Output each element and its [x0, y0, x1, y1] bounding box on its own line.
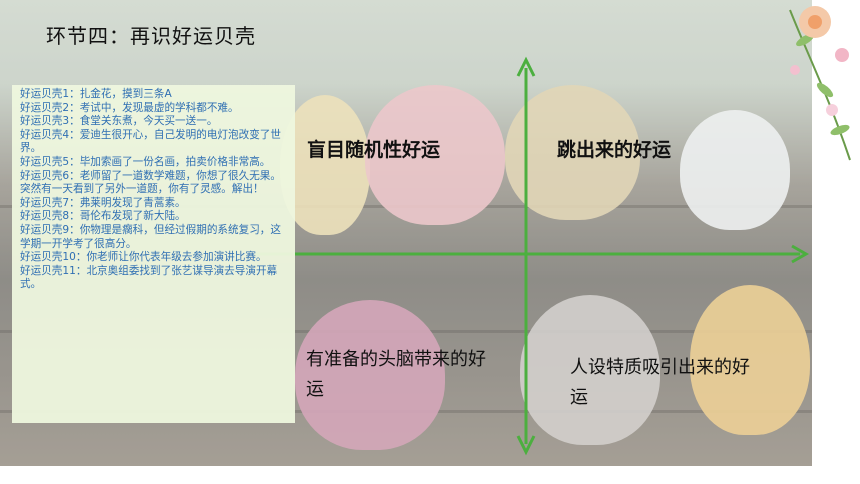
flower-decoration — [789, 6, 851, 161]
background-photo — [0, 0, 812, 466]
list-item: 好运贝壳11：北京奥组委找到了张艺谋导演去导演开幕式。 — [20, 264, 278, 291]
quadrant-label-bottom-right: 人设特质吸引出来的好运 — [570, 357, 750, 408]
quadrant-label-bottom-left: 有准备的头脑带来的好运 — [306, 349, 486, 400]
list-item: 好运贝壳9：你物理是瘸科，但经过假期的系统复习，这学期一开学考了很高分。 — [20, 223, 281, 250]
list-item: 好运贝壳7：弗莱明发现了青蒿素。 — [20, 196, 186, 209]
list-item: 好运贝壳10：你老师让你代表年级去参加演讲比赛。 — [20, 251, 267, 264]
vertical-axis-bottom-arrow — [516, 435, 536, 456]
page-title: 环节四：再识好运贝壳 — [46, 24, 256, 48]
horizontal-axis-arrow — [791, 244, 810, 264]
vertical-axis-top-arrow — [516, 56, 536, 77]
list-item: 好运贝壳4：爱迪生很开心，自己发明的电灯泡改变了世界。 — [20, 128, 281, 155]
quadrant-label-top-left: 盲目随机性好运 — [307, 139, 441, 161]
list-item: 好运贝壳1：扎金花，摸到三条A — [20, 88, 172, 100]
list-item: 好运贝壳5：毕加索画了一份名画，拍卖价格非常高。 — [20, 155, 271, 168]
lucky-shell-list: 好运贝壳1：扎金花，摸到三条A 好运贝壳2：考试中，发现最虚的学科都不难。 好运… — [12, 85, 295, 423]
list-item: 好运贝壳8：哥伦布发现了新大陆。 — [20, 210, 186, 223]
list-item: 好运贝壳6：老师留了一道数学难题，你想了很久无果。突然有一天看到了另外一道题，你… — [20, 169, 281, 196]
list-item: 好运贝壳2：考试中，发现最虚的学科都不难。 — [20, 101, 239, 114]
quadrant-label-top-right: 跳出来的好运 — [557, 139, 672, 161]
list-item: 好运贝壳3：食堂关东煮，今天买一送一。 — [20, 115, 218, 128]
